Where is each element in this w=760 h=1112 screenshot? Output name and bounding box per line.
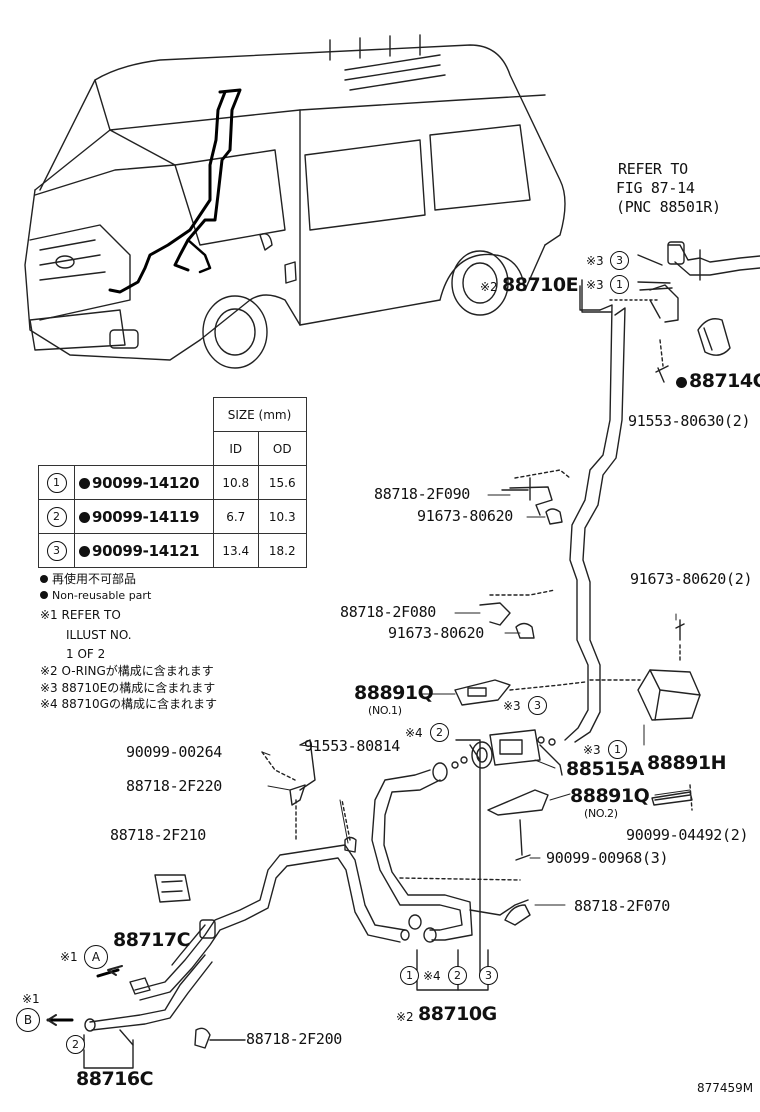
callout-mark-B: ※1 [22, 992, 40, 1006]
legend-note1-c: 1 OF 2 [66, 647, 106, 661]
row-od: 18.2 [257, 533, 307, 568]
part-88716C[interactable]: 88716C [76, 1068, 154, 1090]
callout-circle-1b: 1 [608, 740, 627, 759]
callout-mark-A: ※1 [60, 950, 78, 964]
illustration-id: 877459M [697, 1081, 754, 1095]
nonreusable-dot-icon [79, 545, 90, 557]
callout-mark-3a: ※3 [586, 254, 604, 268]
callout-circle-2a: 2 [430, 723, 449, 742]
part-88891Q-no2-sub: (NO.2) [584, 807, 618, 820]
legend-jp-nonreusable: 再使用不可部品 [40, 573, 136, 585]
row-od: 10.3 [257, 499, 307, 534]
part-88515A[interactable]: 88515A [566, 758, 644, 780]
row-id: 13.4 [212, 533, 259, 568]
row-part[interactable]: 90099-14119 [92, 507, 200, 526]
size-header: SIZE (mm) [212, 397, 307, 432]
part-88891Q-no1-sub: (NO.1) [368, 704, 402, 717]
row-id: 10.8 [212, 465, 259, 500]
callout-circle-3b: 3 [528, 696, 547, 715]
part-91673-80620-a[interactable]: 91673-80620 [417, 507, 514, 525]
lower-pipe-assembly [46, 279, 613, 1069]
part-91553-80630[interactable]: 91553-80630(2) [628, 412, 751, 430]
part-88710G[interactable]: 88710G [418, 1003, 497, 1025]
part-88718-2F090[interactable]: 88718-2F090 [374, 485, 471, 503]
part-88718-2F220[interactable]: 88718-2F220 [126, 777, 223, 795]
nonreusable-dot-icon [79, 477, 90, 489]
callout-circle-1a: 1 [610, 275, 629, 294]
p88710G-mark: ※2 [396, 1010, 414, 1024]
row-index: 1 [46, 472, 67, 493]
part-88891H[interactable]: 88891H [647, 752, 727, 774]
part-88891Q-no1[interactable]: 88891Q [354, 682, 434, 704]
legend-note2: ※2 O-RINGが構成に含まれます [40, 664, 214, 678]
p88710E-mark: ※2 [480, 280, 498, 294]
col-id-header: ID [212, 431, 259, 466]
legend-en-text: Non-reusable part [52, 589, 152, 602]
callout-mark-3c: ※3 [503, 699, 521, 713]
refer-to-line2: FIG 87-14 [616, 179, 695, 197]
callout-circle-A[interactable]: A [84, 945, 108, 969]
legend-en-nonreusable: Non-reusable part [40, 590, 151, 601]
part-88718-2F070[interactable]: 88718-2F070 [574, 897, 671, 915]
part-91673-80620-b[interactable]: 91673-80620(2) [630, 570, 753, 588]
callout-circle-3a: 3 [610, 251, 629, 270]
bullet-icon [40, 591, 48, 599]
part-91553-80814[interactable]: 91553-80814 [304, 737, 401, 755]
legend-note1-a: ※1 REFER TO [40, 608, 121, 622]
callout-mark-3d: ※3 [583, 743, 601, 757]
legend-jp-text: 再使用不可部品 [52, 572, 137, 586]
clamps-middle [451, 469, 701, 861]
part-88718-2F210[interactable]: 88718-2F210 [110, 826, 207, 844]
legend-note3: ※3 88710Eの構成に含まれます [40, 681, 216, 695]
refer-to-line1: REFER TO [618, 160, 688, 178]
bullet-icon [40, 575, 48, 583]
callout-mark-4a: ※4 [405, 726, 423, 740]
part-91673-80620-c[interactable]: 91673-80620 [388, 624, 485, 642]
legend-note1-b: ILLUST NO. [66, 628, 132, 642]
upper-right-assembly [564, 241, 760, 743]
callout-circle-3c: 3 [479, 966, 498, 985]
part-88710E[interactable]: 88710E [502, 274, 579, 296]
leader-lines [261, 494, 691, 906]
part-90099-04492[interactable]: 90099-04492(2) [626, 826, 749, 844]
callout-circle-2b: 2 [66, 1035, 85, 1054]
part-90099-00968[interactable]: 90099-00968(3) [546, 849, 669, 867]
row-part[interactable]: 90099-14120 [92, 473, 200, 492]
van-illustration [24, 34, 566, 369]
refer-to-line3: (PNC 88501R) [616, 198, 721, 216]
o-ring-size-table: SIZE (mm) ID OD 1 90099-14120 10.8 15.6 … [38, 397, 307, 568]
row-index: 2 [46, 506, 67, 527]
part-88718-2F080[interactable]: 88718-2F080 [340, 603, 437, 621]
part-88714C[interactable]: 88714C [676, 372, 760, 391]
row-id: 6.7 [212, 499, 259, 534]
callout-circle-2c: 2 [448, 966, 467, 985]
callout-circle-B[interactable]: B [16, 1008, 40, 1032]
table-row: 2 90099-14119 6.7 10.3 [38, 499, 307, 534]
row-od: 15.6 [257, 465, 307, 500]
part-88718-2F200[interactable]: 88718-2F200 [246, 1030, 343, 1048]
row-part[interactable]: 90099-14121 [92, 541, 200, 560]
part-88891Q-no2[interactable]: 88891Q [570, 785, 650, 807]
callout-circle-1c: 1 [400, 966, 419, 985]
part-90099-00264[interactable]: 90099-00264 [126, 743, 223, 761]
part-88717C[interactable]: 88717C [113, 929, 191, 951]
part-88714C-number: 88714C [689, 370, 760, 392]
table-row: 3 90099-14121 13.4 18.2 [38, 533, 307, 568]
callout-mark-3b: ※3 [586, 278, 604, 292]
col-od-header: OD [257, 431, 307, 466]
nonreusable-dot-icon [79, 511, 90, 523]
table-row: 1 90099-14120 10.8 15.6 [38, 465, 307, 500]
row-index: 3 [46, 540, 67, 561]
legend-note4: ※4 88710Gの構成に含まれます [40, 697, 217, 711]
callout-mark-4b: ※4 [423, 969, 441, 983]
